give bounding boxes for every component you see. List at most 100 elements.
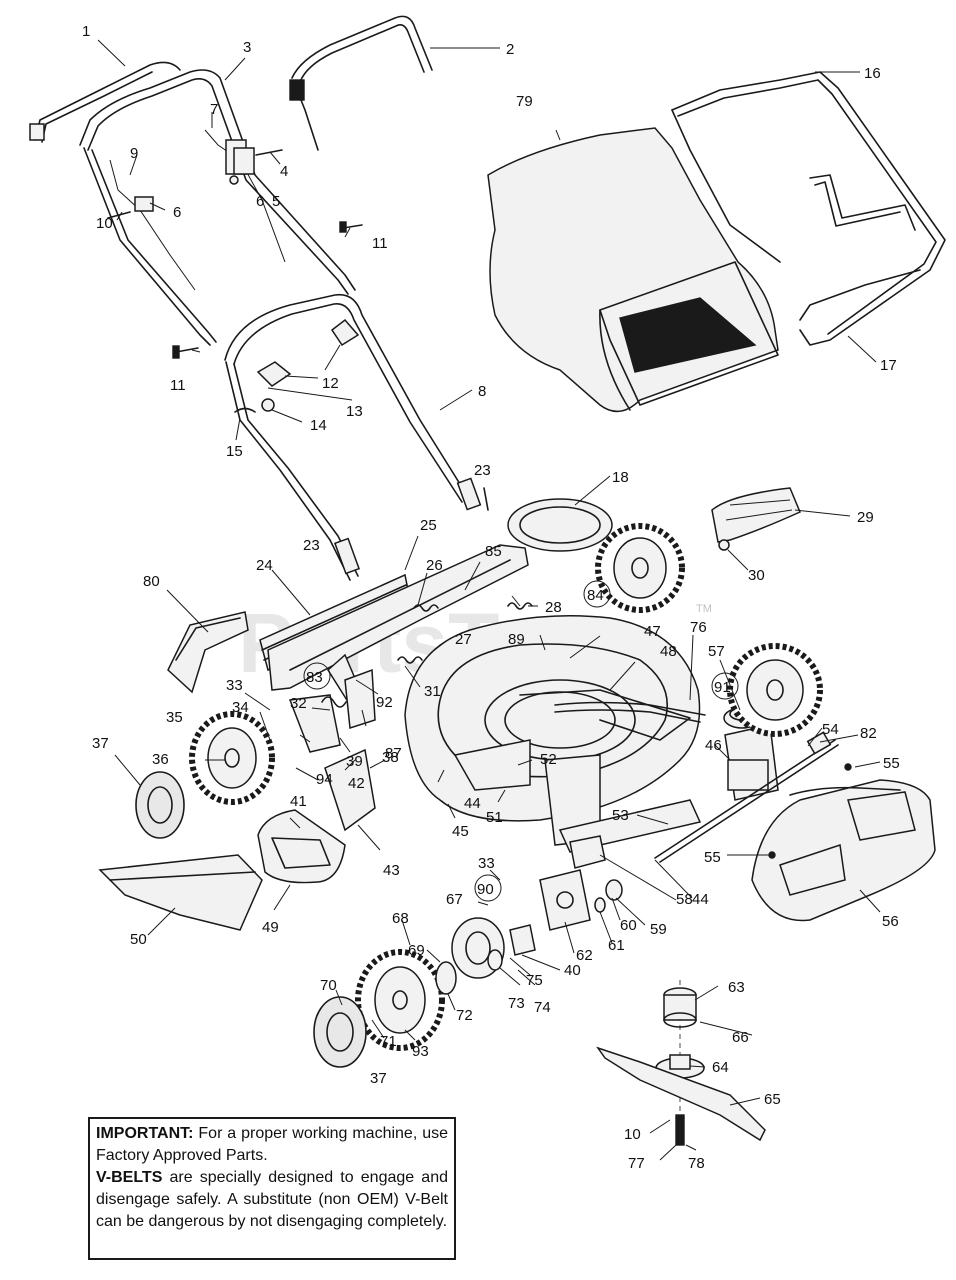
callout-2: 2 bbox=[506, 41, 514, 58]
wheel-84 bbox=[595, 523, 685, 613]
callout-62: 62 bbox=[576, 947, 593, 964]
callout-38: 38 bbox=[382, 749, 399, 766]
cable-tie-15 bbox=[234, 407, 256, 413]
callout-46: 46 bbox=[705, 737, 722, 754]
callout-11a: 11 bbox=[372, 235, 388, 252]
side-discharge-chute bbox=[711, 487, 801, 551]
vbelts-heading: V-BELTS bbox=[96, 1169, 163, 1186]
callout-44b: 44 bbox=[692, 891, 709, 908]
callout-10b: 10 bbox=[624, 1126, 641, 1143]
important-heading: IMPORTANT: bbox=[96, 1125, 194, 1142]
drive-belt bbox=[554, 701, 706, 723]
callout-3: 3 bbox=[243, 39, 251, 56]
callout-49: 49 bbox=[262, 919, 279, 936]
callout-23a: 23 bbox=[474, 462, 491, 479]
callout-36: 36 bbox=[152, 751, 169, 768]
callout-72: 72 bbox=[456, 1007, 473, 1024]
callout-59: 59 bbox=[650, 921, 667, 938]
callout-66: 66 bbox=[732, 1029, 749, 1046]
bolt-11-lower bbox=[172, 345, 199, 359]
wheel-91 bbox=[727, 643, 823, 737]
callout-37b: 37 bbox=[370, 1070, 387, 1087]
rear-door-85 bbox=[267, 544, 529, 691]
washer-61 bbox=[594, 897, 606, 913]
callout-25: 25 bbox=[420, 517, 437, 534]
callout-27: 27 bbox=[455, 631, 472, 648]
callout-4: 4 bbox=[280, 163, 288, 180]
callout-41: 41 bbox=[290, 793, 307, 810]
callout-79: 79 bbox=[516, 93, 533, 110]
vbelts-text: are specially designed to engage and dis… bbox=[96, 1169, 448, 1230]
callout-5: 5 bbox=[272, 193, 280, 210]
callout-75: 75 bbox=[526, 972, 543, 989]
callout-60: 60 bbox=[620, 917, 637, 934]
callout-43: 43 bbox=[383, 862, 400, 879]
bolt-23-upper bbox=[483, 487, 489, 511]
wheel-35 bbox=[189, 711, 275, 805]
callout-42: 42 bbox=[348, 775, 365, 792]
callout-55b: 55 bbox=[704, 849, 721, 866]
blade-adapter-63 bbox=[663, 987, 697, 1028]
callout-8: 8 bbox=[478, 383, 486, 400]
bracket-38 bbox=[344, 668, 376, 729]
callout-47: 47 bbox=[644, 623, 661, 640]
screw-55 bbox=[768, 763, 852, 859]
callout-14: 14 bbox=[310, 417, 327, 434]
watermark-tm: TM bbox=[696, 603, 712, 615]
rear-flap-80 bbox=[167, 611, 249, 694]
important-note: IMPORTANT: For a proper working machine,… bbox=[96, 1123, 448, 1167]
callout-31: 31 bbox=[424, 683, 441, 700]
callout-23b: 23 bbox=[303, 537, 320, 554]
callout-32: 32 bbox=[290, 695, 307, 712]
callout-69: 69 bbox=[408, 942, 425, 959]
callout-94: 94 bbox=[316, 771, 333, 788]
callout-29: 29 bbox=[857, 509, 874, 526]
callout-9: 9 bbox=[130, 145, 138, 162]
upper-handle bbox=[79, 69, 356, 346]
grass-bag bbox=[487, 127, 779, 413]
blade-bolt-78 bbox=[675, 1114, 685, 1146]
callout-28: 28 bbox=[545, 599, 562, 616]
callout-57: 57 bbox=[708, 643, 725, 660]
hubcap-37-upper bbox=[135, 771, 185, 839]
callout-33b: 33 bbox=[478, 855, 495, 872]
grass-bag-frame bbox=[671, 71, 946, 346]
callout-24: 24 bbox=[256, 557, 273, 574]
callout-74: 74 bbox=[534, 999, 551, 1016]
callout-6b: 6 bbox=[256, 193, 264, 210]
rear-guard-50 bbox=[98, 854, 263, 931]
callout-83: 83 bbox=[306, 669, 323, 686]
callout-85: 85 bbox=[485, 543, 502, 560]
callout-58: 58 bbox=[676, 891, 693, 908]
mower-deck bbox=[404, 615, 701, 846]
lower-handle bbox=[224, 293, 482, 581]
callout-84: 84 bbox=[587, 587, 604, 604]
spring-28 bbox=[507, 602, 533, 610]
wheel-93 bbox=[355, 949, 445, 1051]
control-cable bbox=[204, 129, 286, 263]
throttle-cable bbox=[107, 159, 196, 291]
callout-48: 48 bbox=[660, 643, 677, 660]
callout-37a: 37 bbox=[92, 735, 109, 752]
callout-53: 53 bbox=[612, 807, 629, 824]
callout-51: 51 bbox=[486, 809, 503, 826]
bail-handle bbox=[289, 15, 433, 151]
callout-77: 77 bbox=[628, 1155, 645, 1172]
callout-13: 13 bbox=[346, 403, 363, 420]
callout-70: 70 bbox=[320, 977, 337, 994]
callout-40: 40 bbox=[564, 962, 581, 979]
bracket-62 bbox=[539, 869, 591, 931]
callout-50: 50 bbox=[130, 931, 147, 948]
callout-16: 16 bbox=[864, 65, 881, 82]
link-40 bbox=[509, 924, 536, 956]
callout-73: 73 bbox=[508, 995, 525, 1012]
callout-65: 65 bbox=[764, 1091, 781, 1108]
callout-78: 78 bbox=[688, 1155, 705, 1172]
hubcap-37-lower bbox=[313, 996, 367, 1068]
handle-washer-14 bbox=[261, 398, 275, 412]
callout-10a: 10 bbox=[96, 215, 113, 232]
callout-15: 15 bbox=[226, 443, 243, 460]
circled-callouts bbox=[303, 580, 739, 902]
callout-80: 80 bbox=[143, 573, 160, 590]
